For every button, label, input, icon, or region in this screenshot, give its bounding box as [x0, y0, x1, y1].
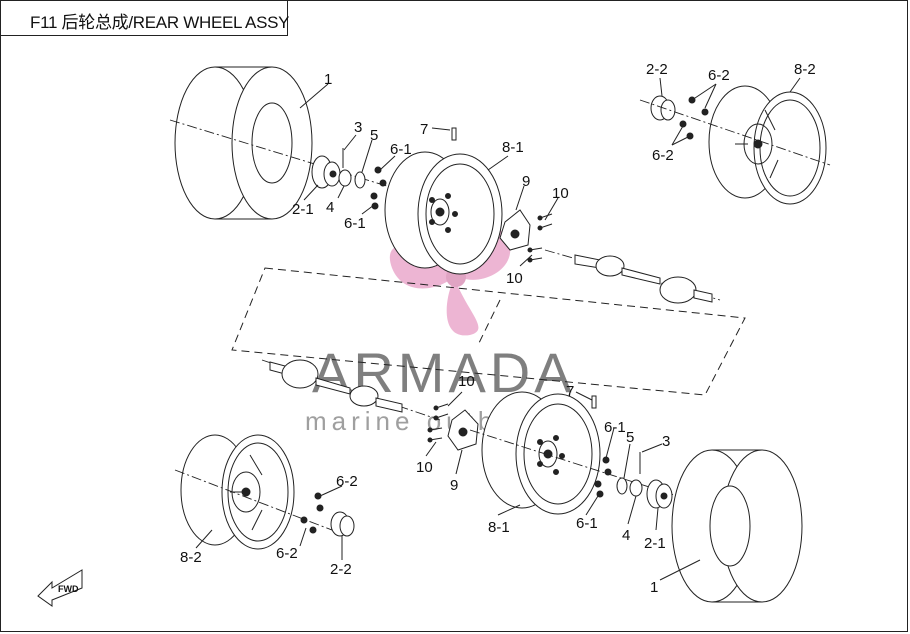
- lug-nuts-top-left: [370, 166, 387, 210]
- flange-top: [499, 209, 531, 251]
- washer-top: [354, 171, 366, 189]
- label-hub-left-bottom: 2-2: [330, 561, 352, 578]
- label-washer-bottom: 5: [626, 429, 634, 446]
- label-lugnut-b1: 6-1: [604, 419, 626, 436]
- label-hub-right-top: 2-2: [646, 61, 668, 78]
- label-tire-bottom: 1: [650, 579, 658, 596]
- axis-line-top-right: [639, 99, 831, 166]
- label-tire-top: 1: [324, 71, 332, 88]
- label-lugnut-a1: 6-1: [390, 141, 412, 158]
- valve-bottom: [591, 395, 597, 409]
- label-pin-top: 3: [354, 119, 362, 136]
- hub-right-top: [650, 95, 676, 121]
- label-hub-top: 2-1: [292, 201, 314, 218]
- label-pin-bottom: 3: [662, 433, 670, 450]
- lug-nuts-bottom-left: [300, 492, 324, 534]
- label-bolt-b1: 10: [458, 373, 475, 390]
- leader-lines: [195, 77, 801, 581]
- label-rim-right-top: 8-2: [794, 61, 816, 78]
- fwd-label: FWD: [58, 584, 79, 594]
- assembly-boundary-line: [231, 267, 746, 396]
- label-lugnut-d1: 6-2: [336, 473, 358, 490]
- tire-top-left: [169, 66, 401, 220]
- hub-bottom: [646, 479, 673, 509]
- bolts-bottom: [427, 403, 449, 443]
- label-rim-bottom: 8-1: [488, 519, 510, 536]
- rim-left-bottom: [180, 434, 295, 550]
- label-valve-top: 7: [420, 121, 428, 138]
- label-nut-top: 4: [326, 199, 334, 216]
- flange-bottom: [447, 409, 479, 451]
- drive-shaft-bottom: [261, 359, 441, 421]
- label-rim-left-bottom: 8-2: [180, 549, 202, 566]
- label-hub-bottom: 2-1: [644, 535, 666, 552]
- label-flange-top: 9: [522, 173, 530, 190]
- label-bolt-b2: 10: [416, 459, 433, 476]
- tire-bottom-right: [671, 449, 803, 603]
- rim-right-top: [708, 85, 827, 205]
- label-lugnut-b2: 6-1: [576, 515, 598, 532]
- rim-bottom: [481, 391, 601, 515]
- drive-shaft-top: [544, 249, 721, 304]
- label-nut-bottom: 4: [622, 527, 630, 544]
- label-lugnut-c1: 6-2: [708, 67, 730, 84]
- valve-top: [451, 127, 457, 141]
- label-lugnut-a2: 6-1: [344, 215, 366, 232]
- hub-top: [311, 155, 341, 189]
- label-washer-top: 5: [370, 127, 378, 144]
- castle-nut-bottom: [629, 479, 643, 497]
- label-lugnut-d2: 6-2: [276, 545, 298, 562]
- label-lugnut-c2: 6-2: [652, 147, 674, 164]
- page-title: F11 后轮总成/REAR WHEEL ASSY: [30, 13, 290, 32]
- washer-bottom: [616, 477, 628, 495]
- label-rim-top: 8-1: [502, 139, 524, 156]
- axis-line-bottom: [469, 429, 691, 501]
- label-flange-bottom: 9: [450, 477, 458, 494]
- label-bolt-a1: 10: [552, 185, 569, 202]
- hub-left-bottom: [330, 511, 355, 537]
- fwd-arrow-icon: [37, 569, 83, 607]
- bolts-top: [527, 213, 553, 263]
- rim-top: [384, 151, 503, 275]
- title-box: F11 后轮总成/REAR WHEEL ASSY: [0, 0, 290, 36]
- castle-nut-top: [338, 169, 352, 187]
- lug-nuts-bottom-right: [594, 456, 612, 498]
- label-valve-bottom: 7: [566, 383, 574, 400]
- label-bolt-a2: 10: [506, 270, 523, 287]
- assembly-link-line: [477, 299, 501, 346]
- axis-line-bottom-left: [174, 469, 346, 536]
